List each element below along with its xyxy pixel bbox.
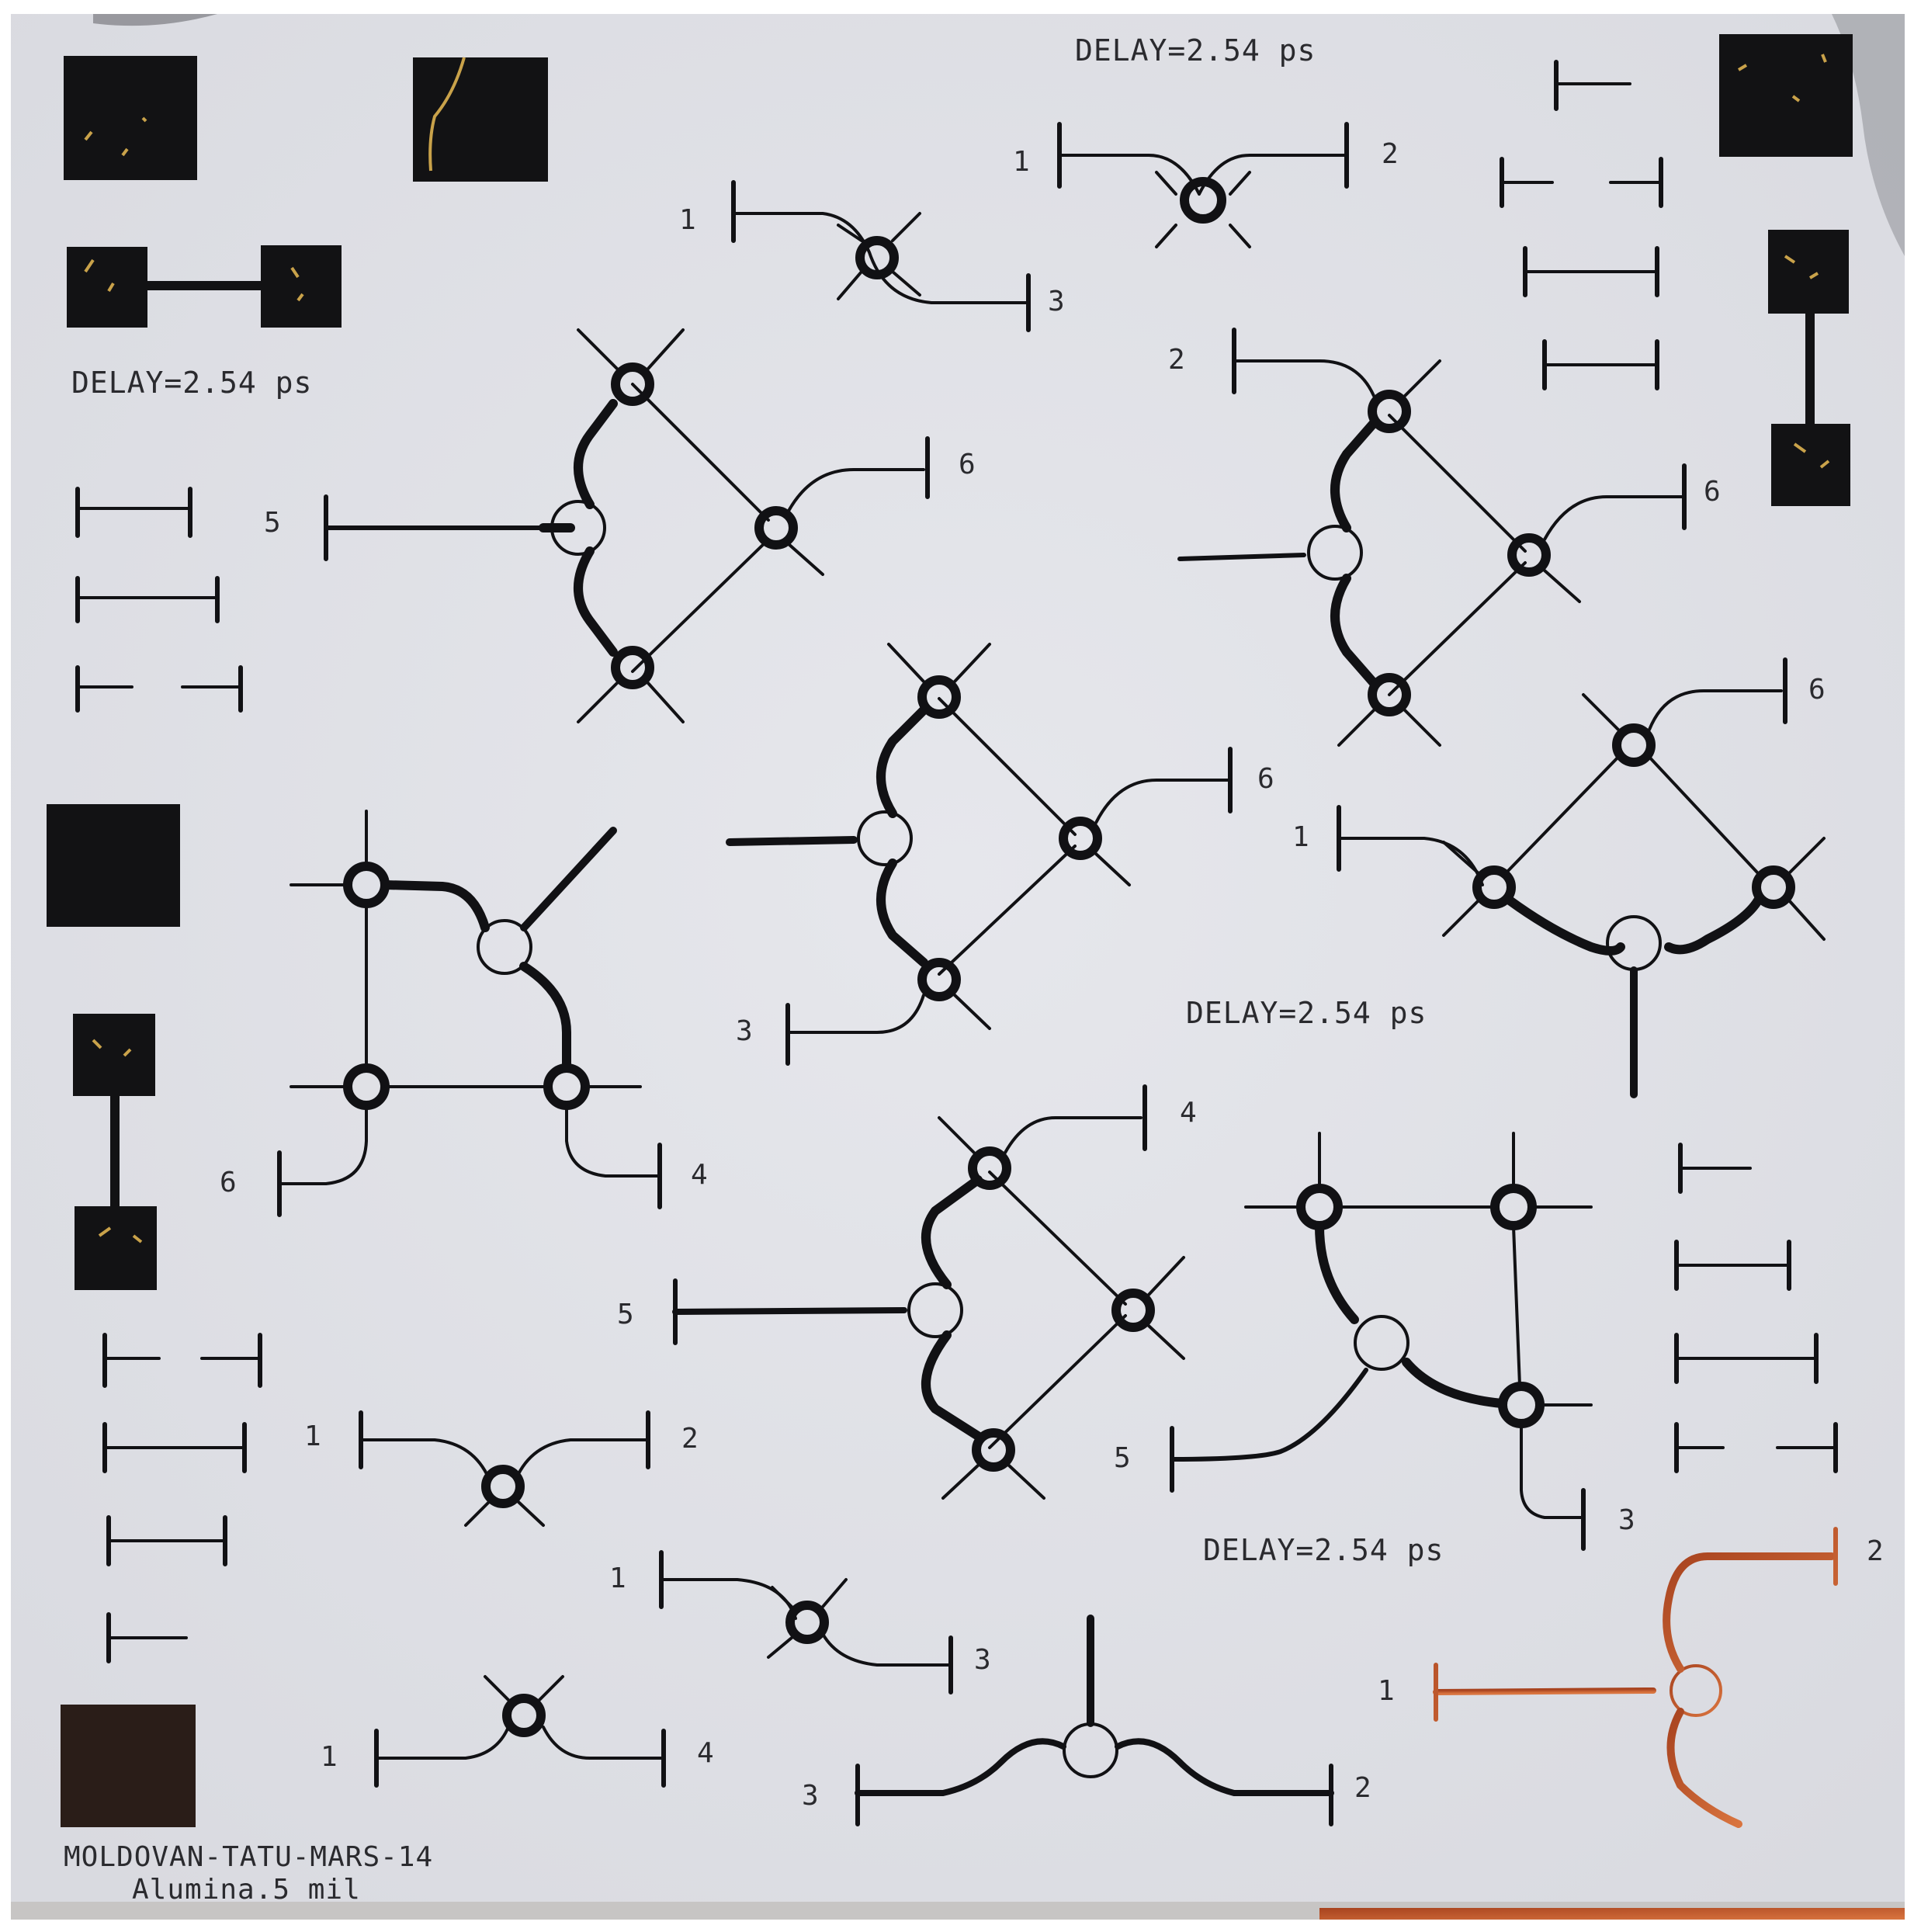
port-labels: 1 2 1 3 2 6 5 6 6 3 6 1 6 4 4 5 5 3 1 2 … [220, 138, 1884, 1812]
port-label: 6 [220, 1167, 237, 1198]
pad-thru-a [67, 247, 147, 328]
port-label: 2 [1867, 1535, 1884, 1567]
port-label: 4 [1180, 1097, 1197, 1129]
markings: DELAY=2.54 ps DELAY=2.54 ps DELAY=2.54 p… [64, 33, 1444, 1906]
port-label: 6 [1257, 763, 1274, 795]
port-label: 1 [1378, 1675, 1395, 1707]
port-label: 6 [1808, 674, 1826, 706]
copper-edge-strip [1319, 1908, 1905, 1920]
port-label: 5 [617, 1299, 634, 1330]
footer-substrate: Alumina.5 mil [132, 1874, 361, 1906]
delay-label-top: DELAY=2.54 ps [1075, 33, 1316, 68]
thru-line-right [1805, 314, 1815, 424]
probe-pads [47, 34, 1853, 1827]
thru-line [147, 281, 261, 290]
port-label: 4 [697, 1737, 714, 1769]
pad-texture [84, 258, 304, 302]
port-label: 1 [679, 204, 696, 236]
port-label: 1 [1292, 821, 1309, 853]
pad-texture [1737, 54, 1827, 102]
pad-scratch [428, 57, 466, 172]
port-label: 1 [1013, 146, 1030, 178]
alumina-substrate [11, 14, 1905, 1920]
footer-designer: MOLDOVAN-TATU-MARS-14 [64, 1841, 433, 1873]
delay-label-center: DELAY=2.54 ps [1186, 996, 1427, 1030]
pad-thru-b [261, 245, 342, 328]
port-label: 6 [1704, 476, 1721, 508]
pad-thru-right-bottom [1771, 424, 1850, 506]
port-label: 1 [321, 1741, 338, 1773]
delay-label-bottom: DELAY=2.54 ps [1203, 1533, 1444, 1567]
port-label: 2 [681, 1423, 699, 1455]
port-label: 1 [609, 1563, 626, 1594]
port-label: 2 [1354, 1772, 1371, 1804]
port-label: 3 [736, 1015, 753, 1047]
pad-thru-right-top [1768, 230, 1849, 314]
port-label: 3 [974, 1644, 991, 1676]
pad-texture [92, 1039, 143, 1243]
thru-line-left [110, 1096, 120, 1206]
delay-label-left: DELAY=2.54 ps [71, 366, 312, 400]
port-label: 6 [959, 449, 976, 480]
photo-corner-texture-top [93, 14, 217, 26]
port-label: 2 [1382, 138, 1399, 170]
pad-texture [84, 116, 147, 157]
photo-corner-texture [1832, 14, 1905, 256]
pad-top-right [1719, 34, 1853, 157]
pad-top-left [64, 56, 197, 180]
port-label: 1 [304, 1420, 321, 1452]
pad-texture [1784, 255, 1830, 469]
circuit-traces [75, 60, 1838, 1826]
copper-tee-divider [1433, 1527, 1838, 1828]
port-label: 2 [1168, 344, 1185, 376]
pad-thru-left-top [73, 1014, 155, 1096]
port-label: 3 [1048, 286, 1065, 317]
port-label: 3 [1618, 1504, 1635, 1536]
port-label: 4 [691, 1159, 708, 1191]
port-label: 3 [802, 1780, 819, 1812]
port-label: 5 [1114, 1442, 1131, 1474]
pad-thru-left-bottom [75, 1206, 157, 1290]
port-label: 5 [264, 507, 281, 539]
pad-left-mid [47, 804, 180, 927]
pad-bottom-left [61, 1705, 196, 1827]
